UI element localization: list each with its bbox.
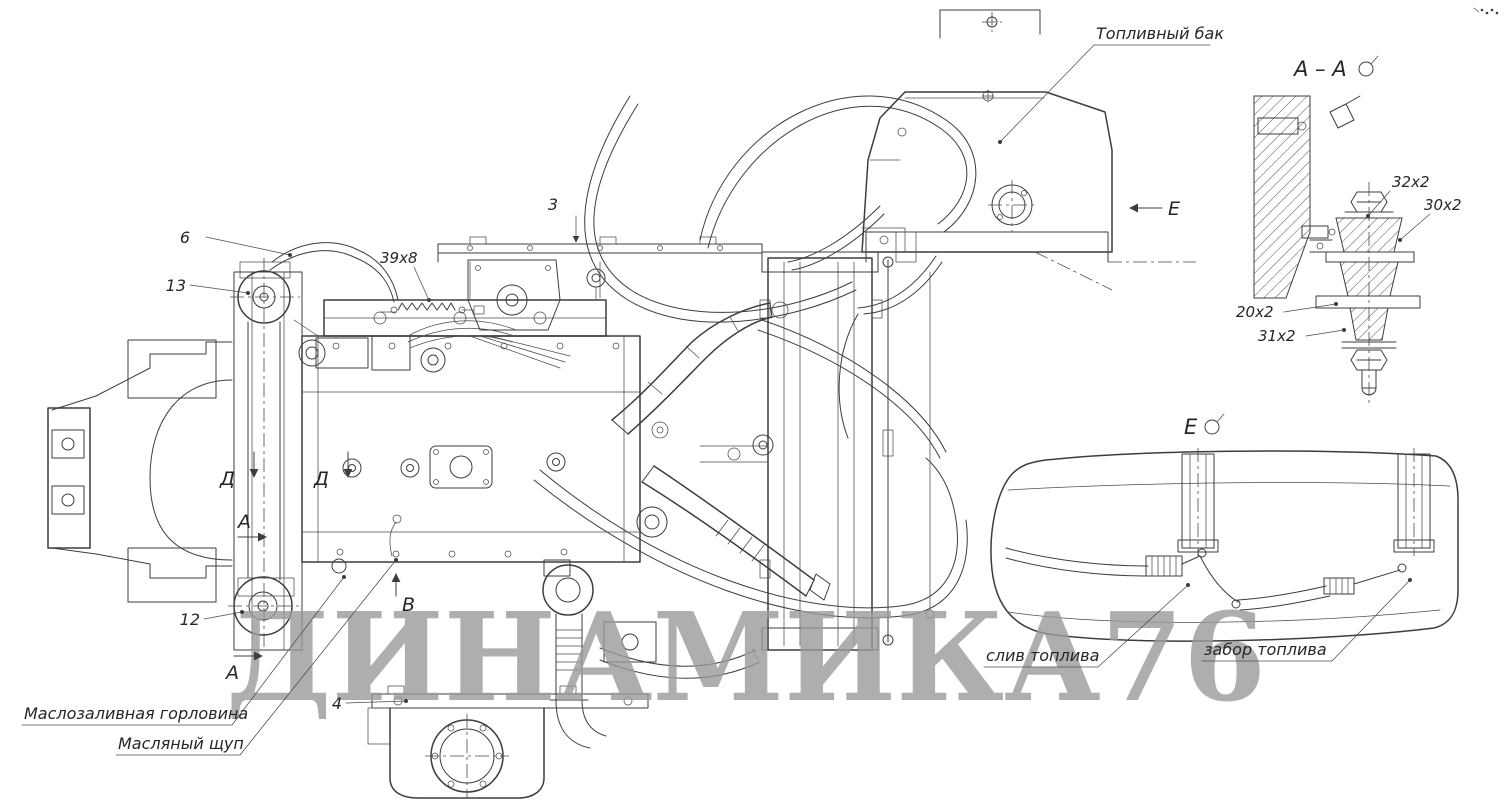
engine-block <box>298 259 669 663</box>
hose-runs <box>533 95 977 619</box>
watermark: ДИНАМИКА76 <box>226 585 1266 729</box>
callout-13: 13 <box>166 276 186 295</box>
view-e-detail <box>990 448 1459 642</box>
dim-20x2: 20х2 <box>1236 303 1274 321</box>
turbo-and-pipes <box>542 302 831 749</box>
bell-housing <box>47 339 233 603</box>
view-e-arrow-marker: Е <box>1168 198 1180 220</box>
engine-front-drive <box>228 242 399 651</box>
section-a-marker-top: А <box>236 511 251 533</box>
section-a-marker-bottom: А <box>224 662 239 684</box>
dim-30x2: 30х2 <box>1424 196 1462 214</box>
corner-stamp <box>1473 7 1499 15</box>
fuel-tank <box>861 9 1113 291</box>
label-fuel-drain: слив топлива <box>986 646 1099 665</box>
oil-pan <box>367 685 649 799</box>
label-fuel-intake: забор топлива <box>1204 640 1327 659</box>
radiator-assembly <box>699 251 894 651</box>
label-fuel-tank: Топливный бак <box>1096 24 1224 43</box>
rotated-view-icon <box>1358 55 1379 77</box>
label-oil-dipstick: Масляный щуп <box>118 734 244 753</box>
section-aa-detail <box>1253 95 1421 404</box>
callout-6: 6 <box>180 228 190 247</box>
section-d-marker-right: Д <box>313 468 329 490</box>
annotation-layer: 6 13 12 4 3 39х8 Топливный бак Маслозали… <box>21 24 1462 756</box>
section-d-marker-left: Д <box>219 468 235 490</box>
dim-32x2: 32х2 <box>1392 173 1430 191</box>
callout-4: 4 <box>332 694 342 713</box>
dim-31x2: 31х2 <box>1258 327 1296 345</box>
rotated-view-icon <box>1204 413 1225 435</box>
callout-3: 3 <box>548 195 558 214</box>
label-oil-filler-neck: Маслозаливная горловина <box>24 704 248 723</box>
frame-rails <box>437 231 1196 301</box>
view-e-title: Е <box>1184 415 1198 439</box>
view-b-marker: В <box>402 594 415 616</box>
section-aa-title: А – А <box>1292 57 1347 81</box>
dim-39x8: 39х8 <box>380 249 418 267</box>
callout-12: 12 <box>180 610 200 629</box>
